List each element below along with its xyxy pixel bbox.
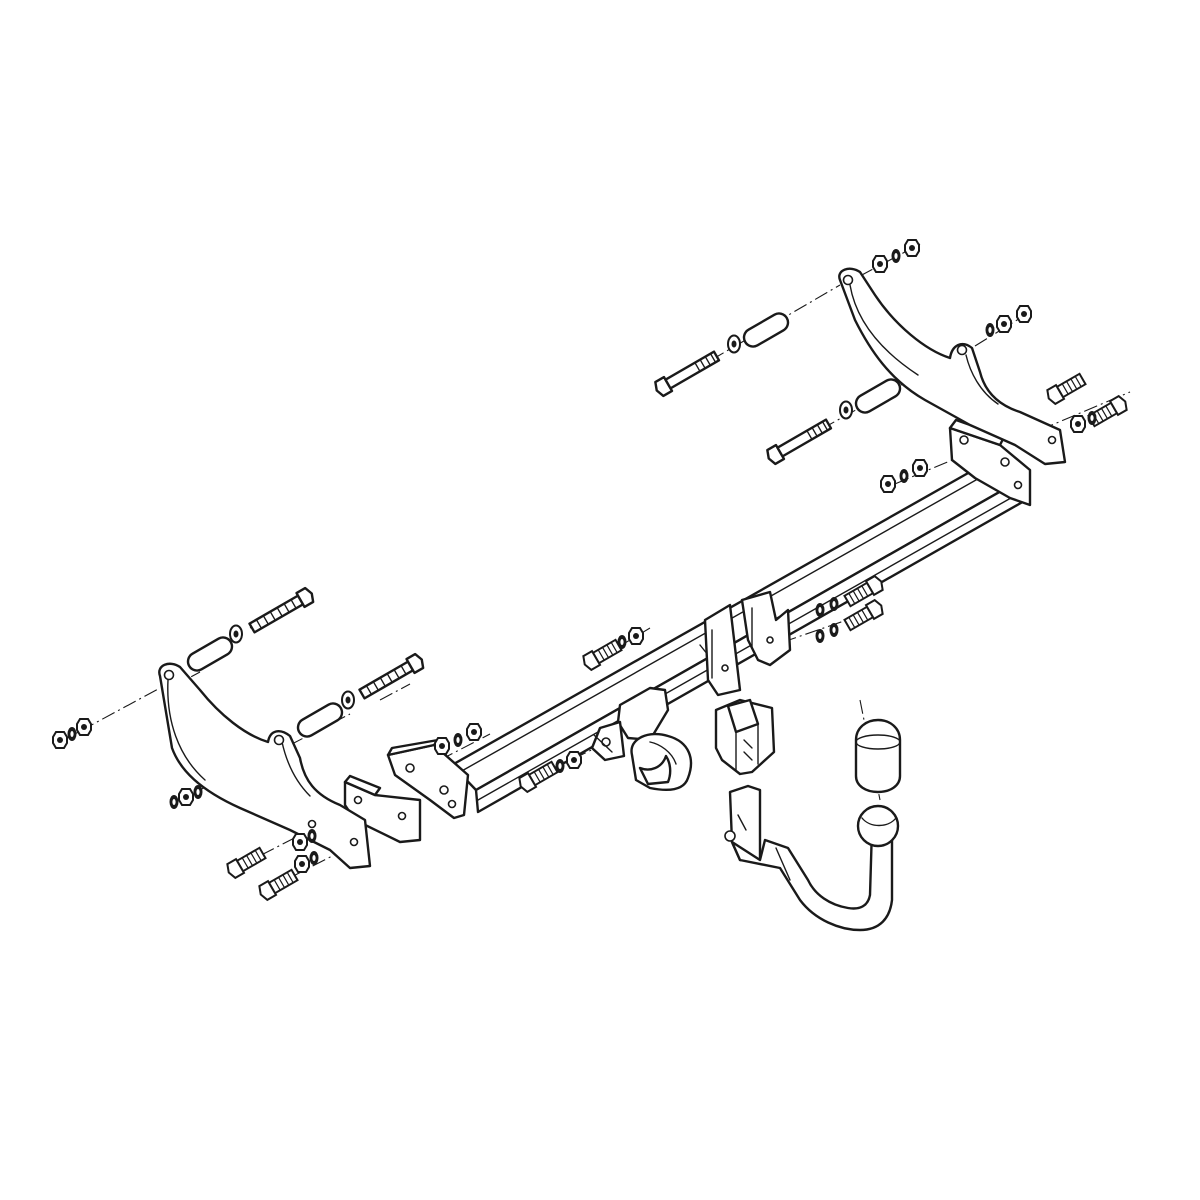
spring-washer [169, 795, 179, 809]
nut [628, 627, 644, 645]
right-side-bracket [838, 267, 1067, 466]
spring-washer [815, 603, 825, 617]
nut [292, 833, 308, 851]
spacer-tube-right-bottom [854, 378, 902, 414]
right-end-plate [948, 418, 1032, 507]
short-bolt [1043, 371, 1088, 407]
washer [727, 334, 741, 354]
spring-washer [815, 629, 825, 643]
spring-washer [899, 469, 909, 483]
washer [839, 400, 853, 420]
long-bolts [248, 350, 833, 700]
spring-washer [555, 759, 565, 773]
spring-washer [891, 249, 901, 263]
electrical-socket [630, 732, 693, 792]
spring-washer [1087, 411, 1097, 425]
spring-washer [193, 785, 203, 799]
nut [178, 788, 194, 806]
spring-washer [309, 851, 319, 865]
nut [1016, 305, 1032, 323]
nut [434, 737, 450, 755]
nut [52, 731, 68, 749]
spring-washer [985, 323, 995, 337]
nut [912, 459, 928, 477]
ball-receiver-housing [714, 698, 776, 776]
nut [294, 855, 310, 873]
short-bolt [255, 867, 300, 903]
spring-washer [829, 597, 839, 611]
washer [229, 624, 243, 644]
long-bolt [358, 652, 425, 700]
socket-holder-bracket [590, 686, 670, 762]
nut [996, 315, 1012, 333]
long-bolt [248, 586, 315, 634]
spring-washer [453, 733, 463, 747]
nut [880, 475, 896, 493]
left-side-bracket [158, 662, 372, 870]
spacer-tubes [186, 312, 902, 738]
long-bolt [766, 418, 833, 466]
spacer-tube-right-top [742, 312, 790, 348]
nut [566, 751, 582, 769]
nut [466, 723, 482, 741]
tow-ball-cap [854, 718, 902, 794]
spring-washer [829, 623, 839, 637]
short-bolt [223, 845, 268, 881]
nut [904, 239, 920, 257]
nut [872, 255, 888, 273]
spacer-tube-left-top [186, 636, 234, 672]
nut [76, 718, 92, 736]
center-mounting-bracket [703, 590, 792, 697]
nut [1070, 415, 1086, 433]
spring-washer [617, 635, 627, 649]
spring-washer [67, 727, 77, 741]
washer [341, 690, 355, 710]
spacer-tube-left-bottom [296, 702, 344, 738]
long-bolt [654, 350, 721, 398]
reinforcement-plate [343, 774, 422, 844]
spring-washer [307, 829, 317, 843]
short-bolt [579, 637, 624, 673]
detachable-tow-ball-neck [724, 784, 900, 932]
